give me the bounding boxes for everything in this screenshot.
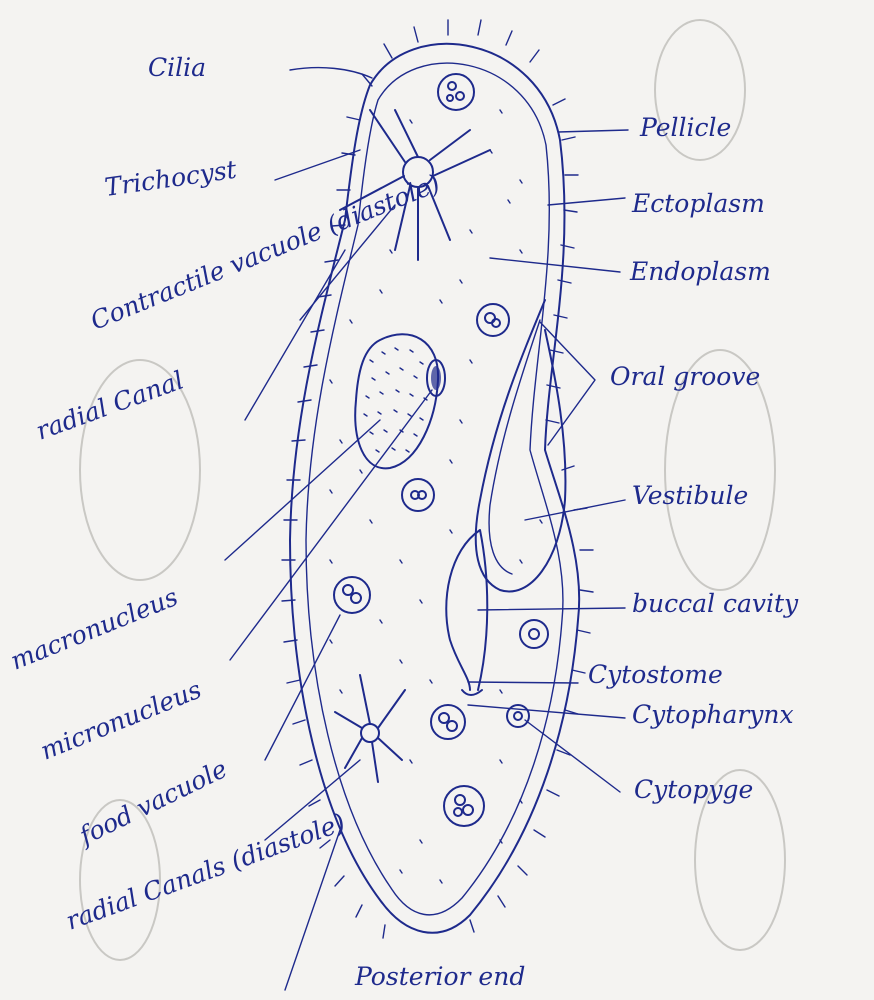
label-vestibule: Vestibule — [632, 481, 748, 510]
oral-groove — [476, 300, 566, 592]
cytopharynx — [462, 690, 482, 695]
food-vacuoles — [334, 74, 548, 826]
label-oral-groove: Oral groove — [610, 362, 760, 391]
label-ectoplasm: Ectoplasm — [631, 189, 765, 218]
label-cilia: Cilia — [148, 53, 206, 82]
label-endoplasm: Endoplasm — [629, 257, 771, 286]
micronucleus-fill — [431, 366, 441, 390]
label-macronucleus: macronucleus — [6, 582, 181, 675]
leader-cytopyge — [525, 720, 620, 792]
leader-radial-canal — [245, 250, 345, 420]
label-trichocyst: Trichocyst — [103, 155, 239, 202]
leader-micronucleus — [230, 390, 432, 660]
leader-cilia — [290, 68, 372, 78]
posterior-contractile-vacuole — [335, 675, 405, 782]
leader-ectoplasm — [548, 198, 625, 205]
label-cytopharynx: Cytopharynx — [632, 700, 794, 729]
label-cytostome: Cytostome — [588, 660, 723, 689]
leader-cytopharynx — [468, 705, 625, 718]
label-pellicle: Pellicle — [639, 113, 731, 142]
leader-vestibule — [525, 500, 625, 520]
leader-pellicle — [558, 130, 628, 132]
leader-endoplasm — [490, 258, 620, 272]
label-food-vacuole: food vacuole — [73, 754, 232, 851]
leader-buccal-cavity — [478, 608, 625, 610]
label-buccal-cavity: buccal cavity — [632, 589, 799, 618]
leader-trichocyst — [275, 150, 360, 180]
leader-cytostome — [468, 682, 578, 683]
label-micronucleus: micronucleus — [36, 675, 205, 766]
label-cytopyge: Cytopyge — [634, 775, 753, 804]
label-posterior-end: Posterior end — [354, 962, 525, 991]
oral-groove-inner — [489, 320, 540, 574]
label-radial-canal: radial Canal — [32, 365, 187, 445]
macronucleus — [355, 334, 438, 468]
